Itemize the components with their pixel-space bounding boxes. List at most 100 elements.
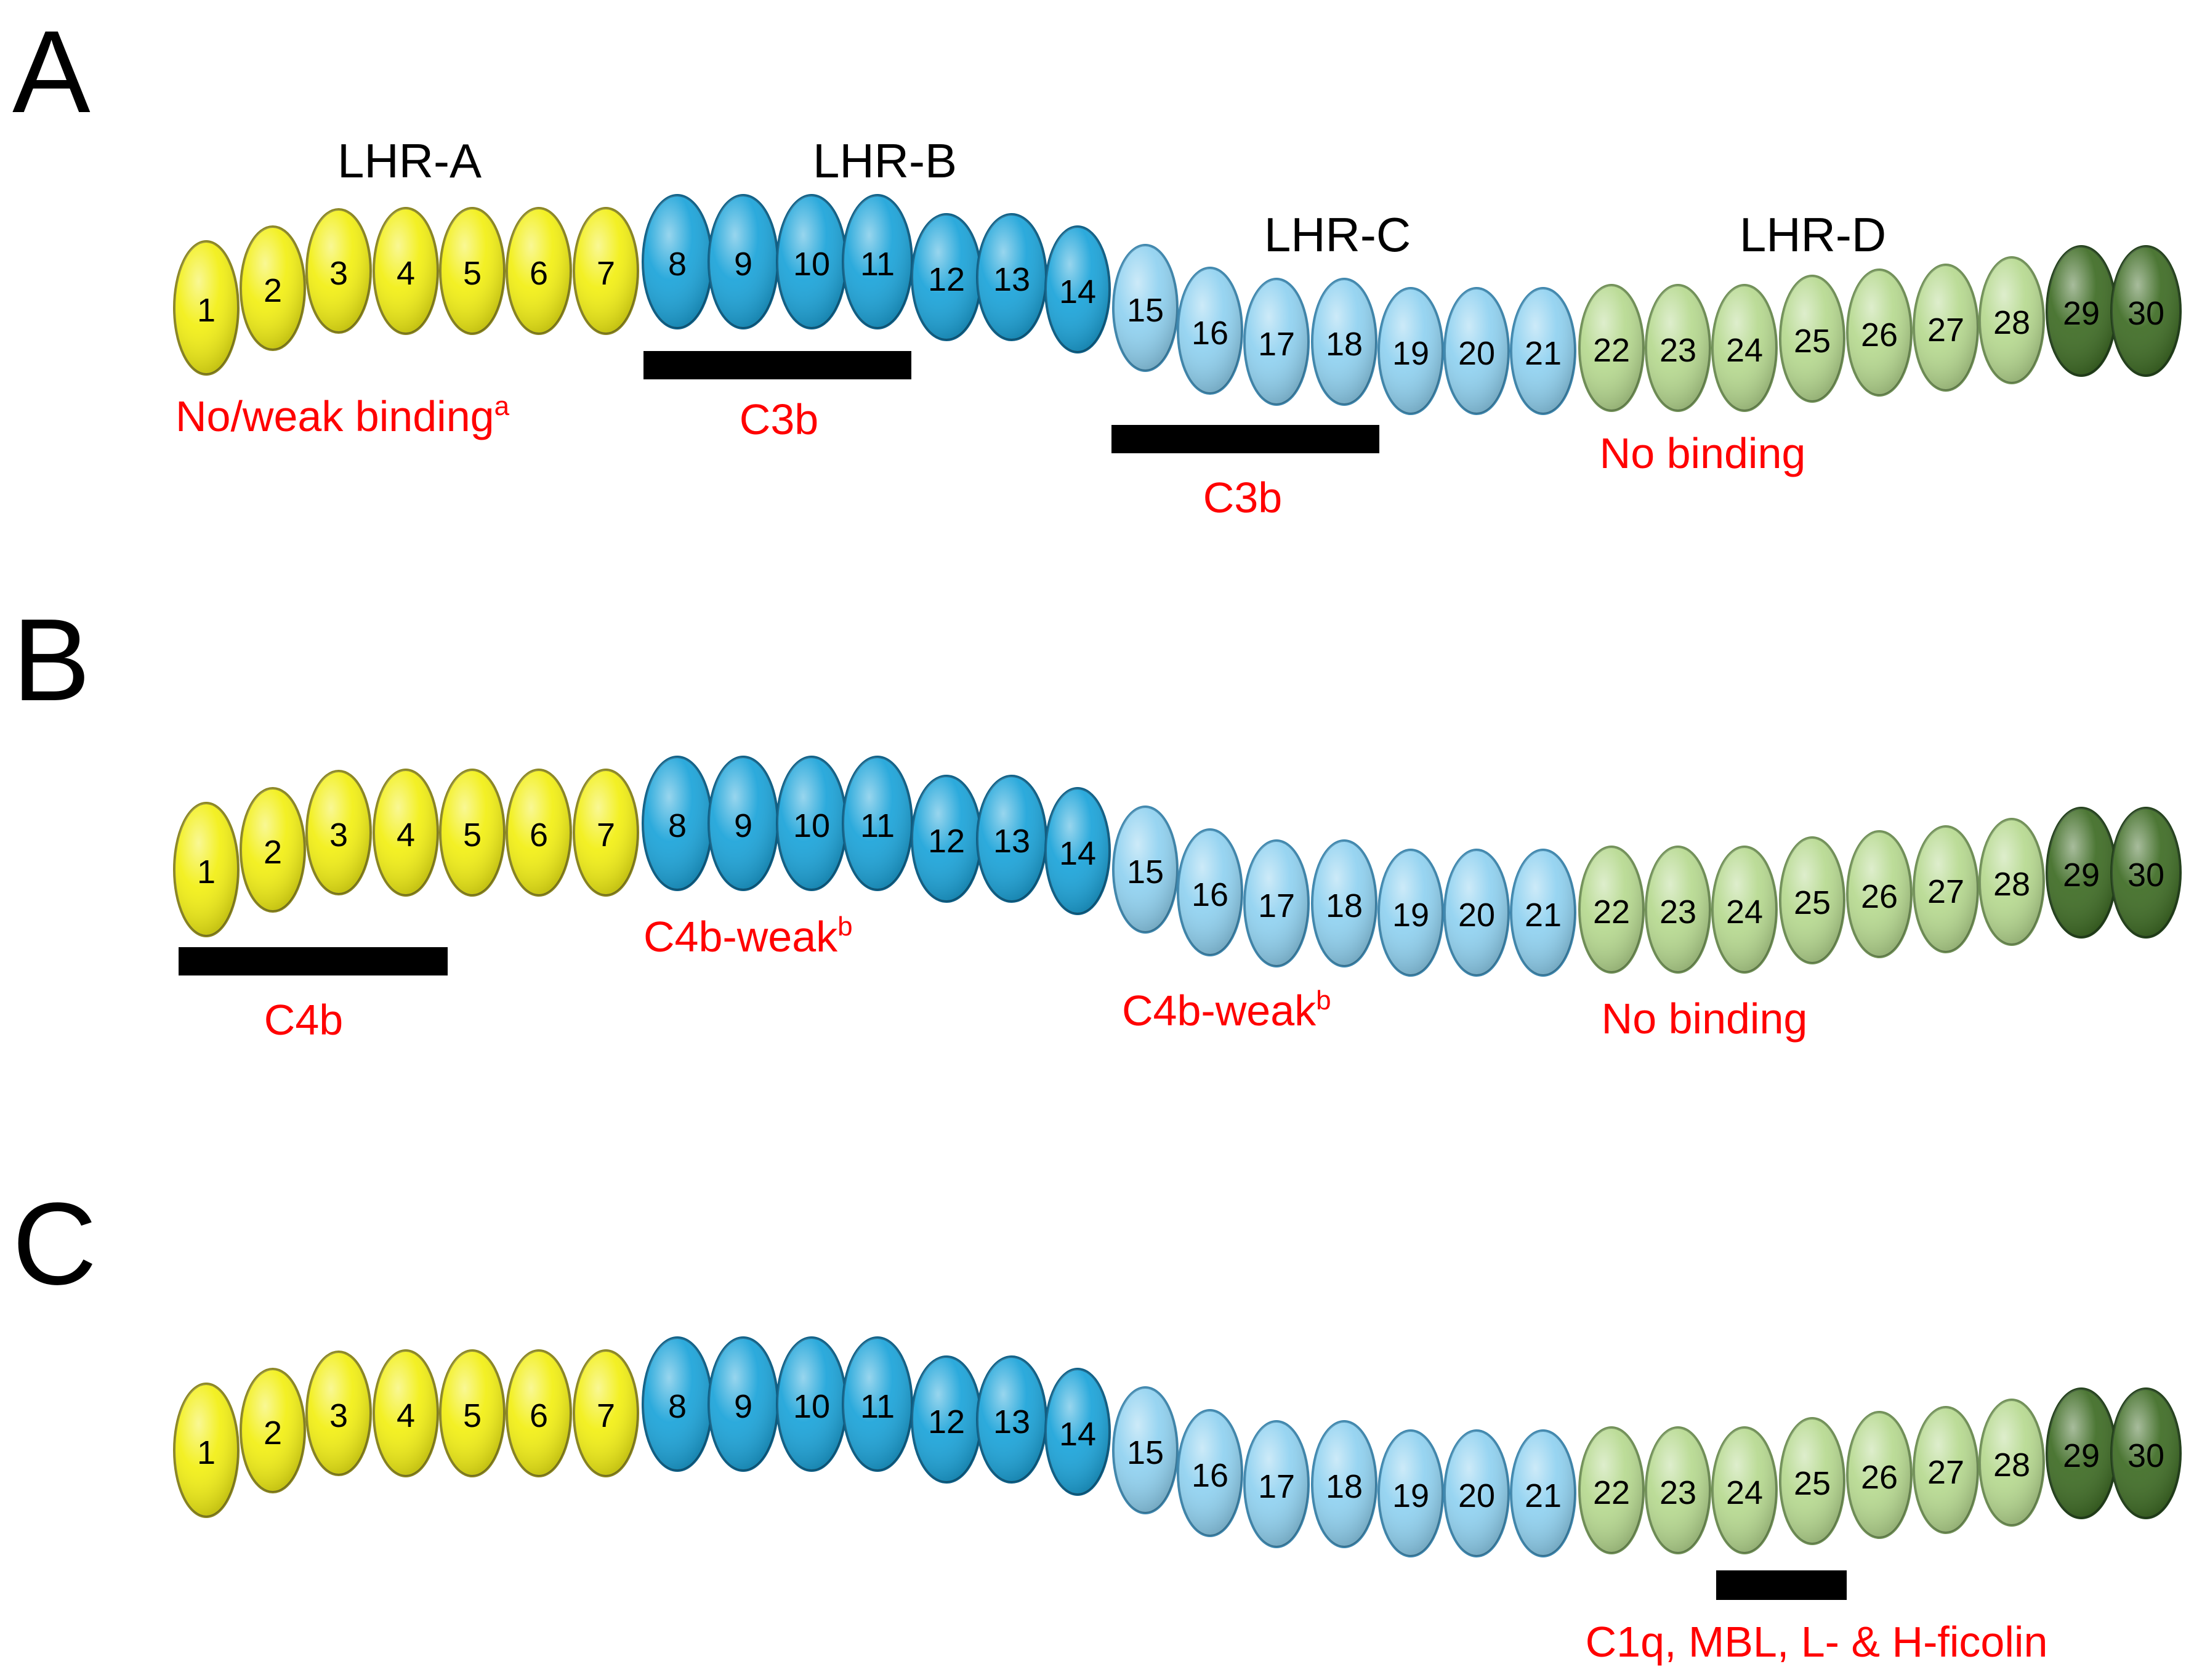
domain-2-highlight [241,1369,305,1492]
domain-5-highlight [440,770,504,895]
domain-number-30: 30 [2127,295,2164,332]
domain-17-highlight [1244,1421,1309,1547]
domain-number-22: 22 [1593,332,1630,369]
domain-22-highlight [1579,285,1643,411]
domain-29: 29 [2046,1387,2117,1519]
domain-number-21: 21 [1525,897,1562,934]
domain-14-highlight [1046,227,1110,352]
domain-number-13: 13 [993,1403,1030,1440]
domain-number-2: 2 [264,834,282,871]
domain-29: 29 [2046,245,2117,377]
domain-19-highlight [1379,288,1443,414]
domain-number-5: 5 [463,817,482,854]
domain-9-highlight [709,195,778,328]
domain-number-9: 9 [734,807,752,844]
domain-5-highlight [440,1351,504,1476]
domain-3-highlight [307,209,371,333]
domain-20-highlight [1445,850,1509,975]
domain-9-highlight [709,757,778,890]
domain-3: 3 [305,770,372,895]
domain-number-21: 21 [1525,335,1562,372]
binding-label-c4b-weak-2: C4b-weakb [1122,985,1331,1035]
domain-7-highlight [574,770,638,895]
domain-20: 20 [1443,1429,1510,1557]
domain-13: 13 [976,213,1047,341]
domain-26: 26 [1846,830,1913,958]
domain-29-highlight [2047,808,2116,937]
domain-number-14: 14 [1059,835,1096,872]
domain-4: 4 [373,1349,439,1477]
domain-15: 15 [1112,244,1179,372]
domain-number-30: 30 [2127,857,2164,894]
domain-8: 8 [642,194,713,329]
domain-10: 10 [776,194,847,329]
domain-number-9: 9 [734,1388,752,1425]
domain-25-highlight [1780,276,1844,402]
domain-number-19: 19 [1392,1477,1429,1514]
domain-28-highlight [1980,1400,2044,1525]
domain-number-3: 3 [329,1397,348,1434]
binding-bar-c3b-lhr-b [643,351,911,379]
domain-number-16: 16 [1192,315,1228,352]
domain-27-highlight [1914,1407,1978,1533]
domain-20-highlight [1445,1431,1509,1556]
domain-number-26: 26 [1861,317,1898,353]
domain-18-highlight [1312,1421,1376,1547]
domain-18: 18 [1311,839,1377,967]
domain-number-29: 29 [2063,1437,2100,1474]
domain-number-12: 12 [928,1403,965,1440]
domain-14-highlight [1046,1369,1110,1495]
domain-24-highlight [1712,847,1777,972]
domain-13: 13 [976,1355,1047,1484]
domain-15-highlight [1113,1387,1177,1513]
domain-27-highlight [1914,826,1978,952]
domain-number-11: 11 [860,1388,895,1425]
domain-number-29: 29 [2063,295,2100,332]
domain-16: 16 [1177,1409,1243,1537]
domain-3: 3 [305,208,372,334]
domain-29-highlight [2047,246,2116,376]
domain-2: 2 [240,225,306,351]
domain-26: 26 [1846,1411,1913,1539]
domain-19-highlight [1379,850,1443,975]
domain-number-22: 22 [1593,1474,1630,1511]
domain-24-highlight [1712,285,1777,411]
domain-number-1: 1 [197,1434,216,1471]
domain-11-highlight [843,195,912,328]
domain-8: 8 [642,1336,713,1472]
domain-10: 10 [776,1336,847,1472]
domain-10-highlight [777,757,846,890]
domain-number-27: 27 [1927,873,1964,910]
domain-number-24: 24 [1726,332,1763,369]
domain-number-28: 28 [1993,1447,2030,1484]
domain-21: 21 [1510,1429,1576,1557]
domain-6-highlight [507,770,571,895]
domain-number-23: 23 [1660,332,1696,369]
domain-23-highlight [1646,285,1710,411]
domain-15-highlight [1113,807,1177,932]
domain-22: 22 [1578,846,1645,974]
domain-8-highlight [643,1338,712,1471]
domain-number-4: 4 [397,255,415,292]
domain-number-8: 8 [668,807,687,844]
binding-label-c3b-1: C3b [740,395,818,443]
domain-16-highlight [1178,830,1242,955]
domain-2-highlight [241,227,305,350]
domain-21: 21 [1510,849,1576,977]
domain-10: 10 [776,756,847,891]
binding-label-no-weak: No/weak bindinga [175,391,510,440]
domain-number-16: 16 [1192,1457,1228,1494]
domain-24: 24 [1711,846,1778,974]
domain-number-4: 4 [397,1397,415,1434]
domain-number-7: 7 [597,255,615,292]
domain-number-23: 23 [1660,1474,1696,1511]
domain-11: 11 [842,1336,913,1472]
domain-12-highlight [912,214,981,340]
domain-number-15: 15 [1127,292,1164,329]
domain-number-11: 11 [860,246,895,283]
domain-21-highlight [1511,288,1575,414]
domain-18-highlight [1312,279,1376,405]
